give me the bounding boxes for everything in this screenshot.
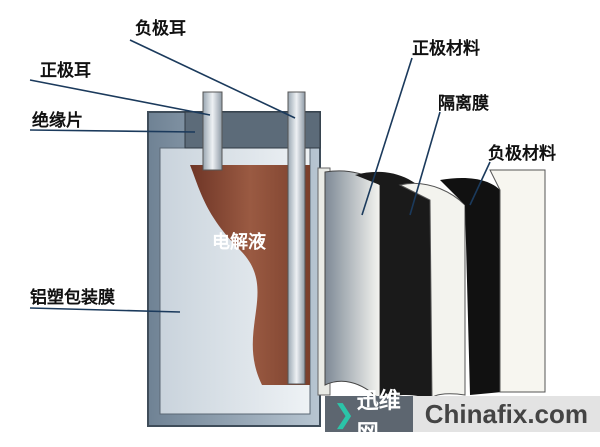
- label-aluminum-plastic-film: 铝塑包装膜: [30, 288, 115, 308]
- label-insulation-sheet: 绝缘片: [32, 111, 83, 131]
- label-positive-tab: 正极耳: [40, 61, 91, 81]
- label-positive-material: 正极材料: [412, 39, 480, 59]
- watermark-en: Chinafix.com: [412, 396, 600, 432]
- leader-lines: [29, 39, 491, 313]
- watermark: ❯迅维网 Chinafix.com: [325, 389, 600, 446]
- label-separator: 隔离膜: [438, 94, 489, 114]
- label-negative-tab: 负极耳: [135, 19, 186, 39]
- positive-tab: [202, 91, 223, 171]
- watermark-cn: 迅维网: [356, 389, 401, 446]
- negative-tab: [287, 91, 306, 385]
- label-electrolyte: 电解液: [212, 232, 266, 253]
- chevron-right-icon: ❯: [333, 400, 355, 430]
- label-negative-material: 负极材料: [488, 144, 556, 164]
- electrode-layers: [317, 167, 546, 402]
- electrolyte-region: [190, 165, 310, 385]
